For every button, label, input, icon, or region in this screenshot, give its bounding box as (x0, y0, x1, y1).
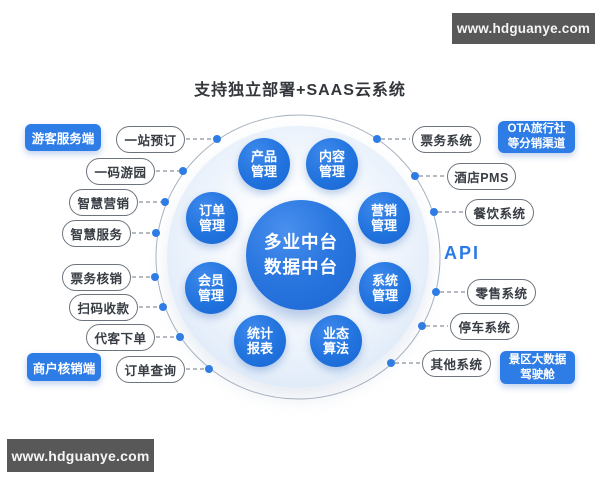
pill-scan-code-payment: 扫码收款 (69, 294, 138, 321)
pill-ticket-verification: 票务核销 (62, 264, 131, 291)
watermark-top: www.hdguanye.com (452, 13, 595, 44)
label-bigdata-cockpit: 景区大数据 驾驶舱 (500, 351, 575, 384)
diagram-title: 支持独立部署+SAAS云系统 (194, 82, 406, 99)
module-system-mgmt: 系统 管理 (359, 262, 411, 314)
pill-one-code-tour: 一码游园 (86, 158, 155, 185)
connector-dots (151, 135, 440, 373)
pill-retail-system: 零售系统 (467, 279, 536, 306)
label-visitor-service-end: 游客服务端 (25, 124, 101, 151)
pill-one-stop-booking: 一站预订 (116, 126, 185, 153)
central-hub: 多业中台 数据中台 (246, 200, 356, 310)
outer-ring-circle (155, 114, 441, 400)
pill-ticketing-system: 票务系统 (412, 126, 481, 153)
pill-parking-system: 停车系统 (450, 313, 519, 340)
api-label: API (444, 243, 481, 263)
module-business-algo: 业态 算法 (310, 315, 362, 367)
watermark-bottom: www.hdguanye.com (7, 439, 154, 472)
module-product-mgmt: 产品 管理 (238, 138, 290, 190)
module-marketing-mgmt: 营销 管理 (358, 192, 410, 244)
connector-lines (132, 138, 465, 370)
label-ota-distribution-channels: OTA旅行社 等分销渠道 (498, 121, 575, 153)
pill-valet-order: 代客下单 (86, 324, 155, 351)
pill-order-query: 订单查询 (116, 356, 185, 383)
module-stats-report: 统计 报表 (234, 315, 286, 367)
pill-smart-marketing: 智慧营销 (69, 189, 138, 216)
pill-hotel-pms: 酒店PMS (447, 163, 516, 190)
module-order-mgmt: 订单 管理 (186, 192, 238, 244)
pill-catering-system: 餐饮系统 (465, 199, 534, 226)
module-member-mgmt: 会员 管理 (185, 262, 237, 314)
label-merchant-verification-end: 商户核销端 (27, 353, 101, 381)
pill-smart-service: 智慧服务 (62, 220, 131, 247)
module-content-mgmt: 内容 管理 (306, 138, 358, 190)
pill-other-system: 其他系统 (422, 350, 491, 377)
